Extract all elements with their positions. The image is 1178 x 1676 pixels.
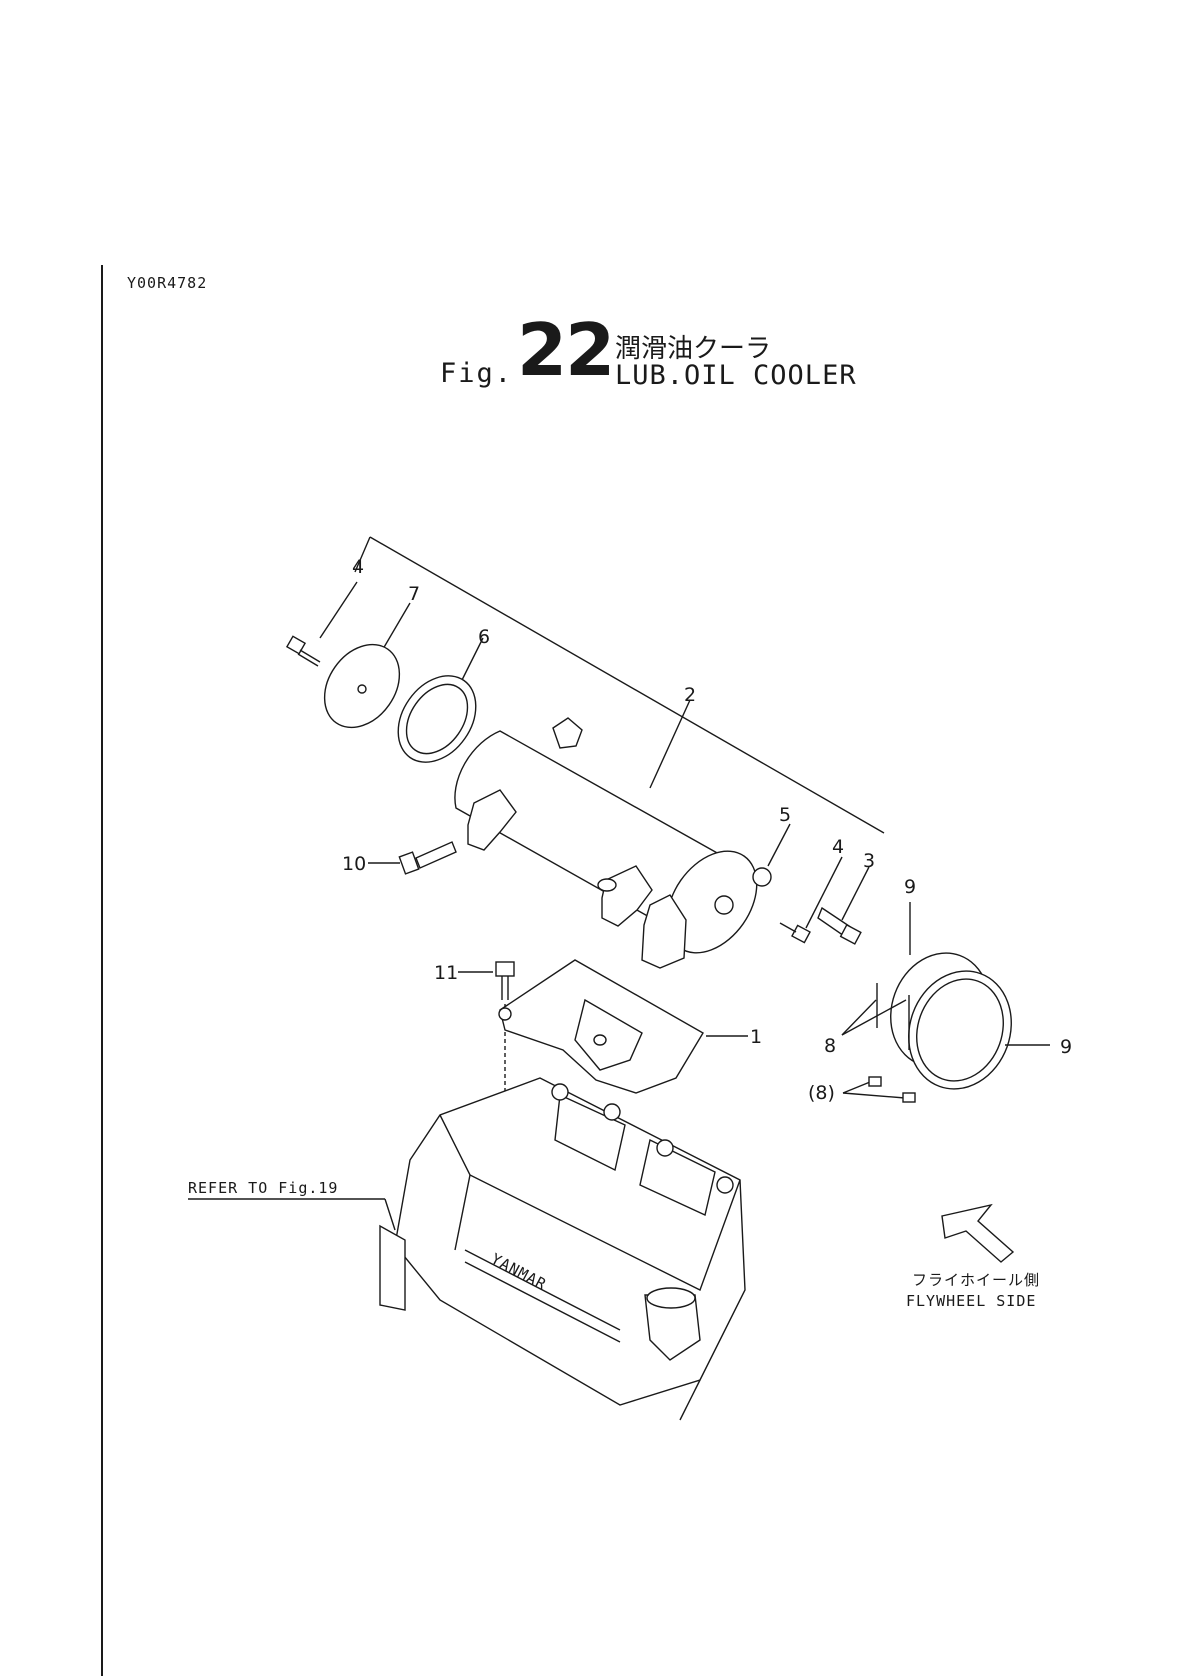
engine-block (380, 1078, 745, 1420)
part-3-stud (818, 867, 869, 944)
flywheel-label-en: FLYWHEEL SIDE (906, 1292, 1036, 1310)
callout-1: 1 (750, 1026, 762, 1048)
refer-note: REFER TO Fig.19 (188, 1179, 338, 1197)
flywheel-label-ja: フライホイール側 (912, 1271, 1040, 1289)
part-4-bolt-right (780, 857, 842, 943)
callout-4-right: 4 (832, 836, 844, 858)
part-1-bracket (499, 960, 748, 1093)
callout-11: 11 (434, 962, 458, 984)
callout-9-upper: 9 (904, 876, 916, 898)
callout-2: 2 (684, 684, 696, 706)
part-10-fitting (368, 842, 456, 874)
callout-10: 10 (342, 853, 366, 875)
part-4-bolt-left (287, 582, 357, 666)
callout-7: 7 (408, 583, 420, 605)
callout-8: 8 (824, 1035, 836, 1057)
callout-6: 6 (478, 626, 490, 648)
callout-9-lower: 9 (1060, 1036, 1072, 1058)
callout-8-paren: (8) (808, 1082, 835, 1104)
flywheel-arrow-icon (942, 1205, 1013, 1262)
part-2-cooler-body (455, 700, 775, 970)
callout-5: 5 (779, 804, 791, 826)
callout-4-left: 4 (352, 556, 364, 578)
callout-3: 3 (863, 850, 875, 872)
